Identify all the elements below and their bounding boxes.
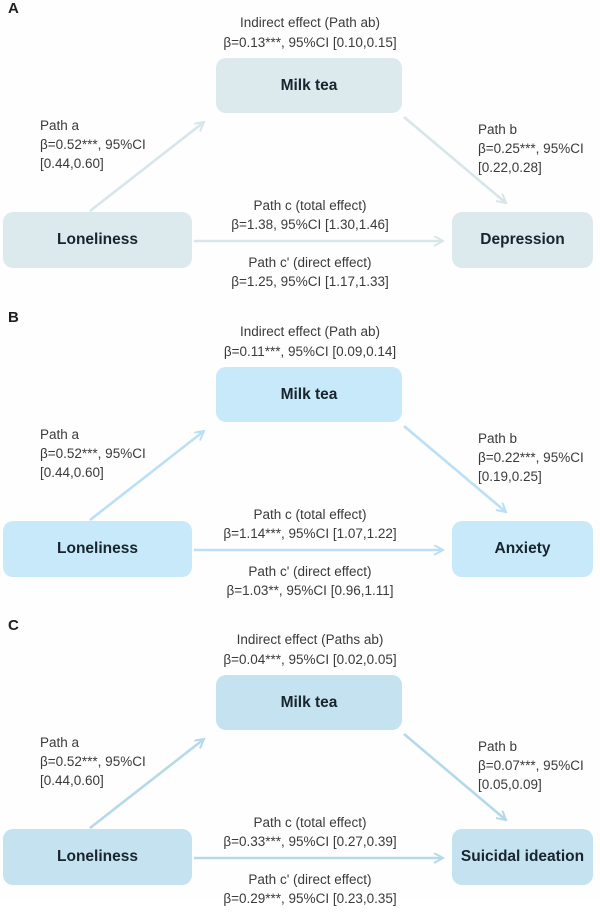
indirect-line-1: Indirect effect (Path ab) <box>239 324 381 339</box>
path-c-line-2: β=0.33***, 95%CI [0.27,0.39] <box>223 834 397 849</box>
path-b-arrow <box>403 733 506 820</box>
panel-c-arrows <box>89 733 600 916</box>
path-b-line-3: [0.22,0.28] <box>478 160 542 175</box>
panel-c: C Indirect effect (Paths ab) β=0.04***, … <box>0 605 600 906</box>
indirect-line-1: Indirect effect (Paths ab) <box>236 632 384 647</box>
path-a-line-1: Path a <box>40 118 80 133</box>
path-c-line-1: Path c (total effect) <box>253 198 367 213</box>
path-c-text: Path c (total effect) β=0.33***, 95%CI [… <box>160 813 460 851</box>
path-a-text: Path a β=0.52***, 95%CI [0.44,0.60] <box>40 425 146 482</box>
path-b-line-2: β=0.25***, 95%CI <box>478 141 584 156</box>
path-b-line-1: Path b <box>478 431 518 446</box>
path-a-arrow <box>89 739 204 830</box>
indirect-line-2: β=0.04***, 95%CI [0.02,0.05] <box>223 652 397 667</box>
panel-label: C <box>8 617 20 634</box>
path-c-line-1: Path c (total effect) <box>253 507 367 522</box>
path-a-line-3: [0.44,0.60] <box>40 465 104 480</box>
path-c-line-2: β=1.14***, 95%CI [1.07,1.22] <box>223 526 397 541</box>
indirect-line-1: Indirect effect (Path ab) <box>239 15 381 30</box>
predictor-node: Loneliness <box>3 829 192 885</box>
path-a-line-1: Path a <box>40 427 80 442</box>
panel-a-arrows <box>89 116 600 299</box>
path-c-prime-line-1: Path c' (direct effect) <box>248 872 372 887</box>
path-b-arrow <box>403 116 506 203</box>
path-a-text: Path a β=0.52***, 95%CI [0.44,0.60] <box>40 733 146 790</box>
path-c-text: Path c (total effect) β=1.14***, 95%CI [… <box>160 505 460 543</box>
indirect-effect-text: Indirect effect (Path ab) β=0.11***, 95%… <box>110 322 510 362</box>
indirect-effect-text: Indirect effect (Paths ab) β=0.04***, 95… <box>110 630 510 670</box>
path-a-arrow <box>89 122 204 213</box>
path-b-line-1: Path b <box>478 739 518 754</box>
path-a-line-2: β=0.52***, 95%CI <box>40 137 146 152</box>
path-b-line-3: [0.05,0.09] <box>478 777 542 792</box>
outcome-node: Suicidal ideation <box>452 829 593 885</box>
path-c-prime-line-2: β=0.29***, 95%CI [0.23,0.35] <box>223 891 397 906</box>
path-b-text: Path b β=0.22***, 95%CI [0.19,0.25] <box>478 429 584 486</box>
path-a-line-2: β=0.52***, 95%CI <box>40 754 146 769</box>
path-b-line-3: [0.19,0.25] <box>478 469 542 484</box>
path-b-text: Path b β=0.25***, 95%CI [0.22,0.28] <box>478 120 584 177</box>
path-c-line-2: β=1.38, 95%CI [1.30,1.46] <box>231 217 389 232</box>
path-a-arrow <box>89 431 204 522</box>
path-a-text: Path a β=0.52***, 95%CI [0.44,0.60] <box>40 116 146 173</box>
mediator-node: Milk tea <box>216 367 402 422</box>
path-b-arrow <box>403 425 506 512</box>
path-a-line-1: Path a <box>40 735 80 750</box>
path-c-prime-line-2: β=1.25, 95%CI [1.17,1.33] <box>231 274 389 289</box>
indirect-effect-text: Indirect effect (Path ab) β=0.13***, 95%… <box>110 13 510 53</box>
mediator-node: Milk tea <box>216 58 402 113</box>
path-b-line-2: β=0.07***, 95%CI <box>478 758 584 773</box>
predictor-node: Loneliness <box>3 212 192 268</box>
path-c-prime-line-1: Path c' (direct effect) <box>248 564 372 579</box>
path-a-line-3: [0.44,0.60] <box>40 156 104 171</box>
mediator-node: Milk tea <box>216 675 402 730</box>
panel-label: B <box>8 309 20 326</box>
panel-a: A Indirect effect (Path ab) β=0.13***, 9… <box>0 0 600 299</box>
predictor-node: Loneliness <box>3 521 192 577</box>
path-a-line-3: [0.44,0.60] <box>40 773 104 788</box>
path-c-prime-text: Path c' (direct effect) β=0.29***, 95%CI… <box>160 870 460 908</box>
path-c-text: Path c (total effect) β=1.38, 95%CI [1.3… <box>160 196 460 234</box>
path-c-line-1: Path c (total effect) <box>253 815 367 830</box>
path-b-text: Path b β=0.07***, 95%CI [0.05,0.09] <box>478 737 584 794</box>
outcome-node: Anxiety <box>452 521 593 577</box>
path-b-line-2: β=0.22***, 95%CI <box>478 450 584 465</box>
path-c-prime-line-2: β=1.03**, 95%CI [0.96,1.11] <box>226 583 394 598</box>
path-c-prime-line-1: Path c' (direct effect) <box>248 255 372 270</box>
path-c-prime-text: Path c' (direct effect) β=1.25, 95%CI [1… <box>160 253 460 291</box>
outcome-node: Depression <box>452 212 593 268</box>
indirect-line-2: β=0.11***, 95%CI [0.09,0.14] <box>223 344 397 359</box>
path-a-line-2: β=0.52***, 95%CI <box>40 446 146 461</box>
indirect-line-2: β=0.13***, 95%CI [0.10,0.15] <box>223 35 397 50</box>
panel-b-arrows <box>89 425 600 608</box>
panel-b: B Indirect effect (Path ab) β=0.11***, 9… <box>0 299 600 605</box>
panel-label: A <box>8 0 20 17</box>
path-b-line-1: Path b <box>478 122 518 137</box>
path-c-prime-text: Path c' (direct effect) β=1.03**, 95%CI … <box>160 562 460 600</box>
